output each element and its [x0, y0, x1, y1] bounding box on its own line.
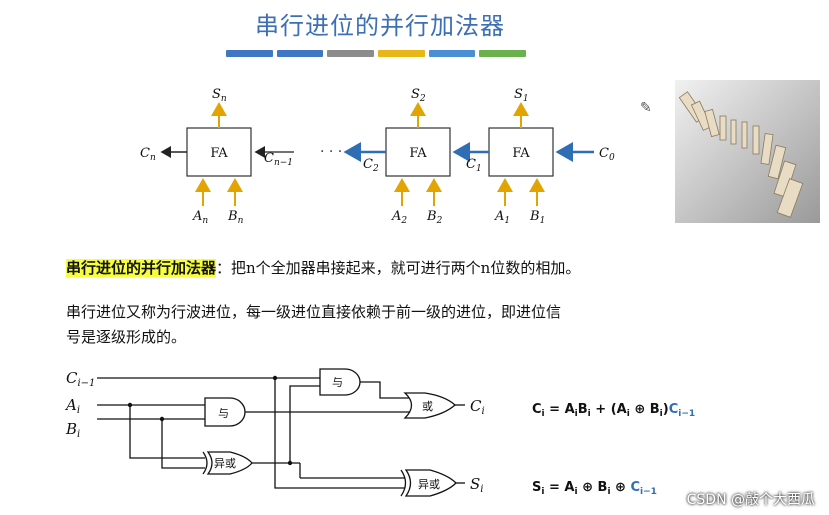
- explanation-line-1: 串行进位又称为行波进位，每一级进位直接依赖于前一级的进位，即进位信: [66, 303, 562, 321]
- fa-label: FA: [210, 146, 228, 161]
- definition-text: ：把n个全加器串接起来，就可进行两个n位数的相加。: [216, 259, 581, 277]
- label-ci-1: Ci−1: [66, 369, 95, 389]
- label-s2: S2: [411, 87, 426, 104]
- gate-label-and: 与: [218, 407, 229, 420]
- definition-paragraph: 串行进位的并行加法器：把n个全加器串接起来，就可进行两个n位数的相加。: [66, 256, 580, 281]
- formula-si: Si = Ai ⊕ Bi ⊕ Ci−1: [532, 480, 657, 497]
- definition-term: 串行进位的并行加法器: [66, 259, 217, 277]
- gate-label-xor: 异或: [214, 457, 236, 470]
- explanation-line-2: 号是逐级形成的。: [66, 328, 187, 346]
- formula-ci: Ci = AiBi + (Ai ⊕ Bi)Ci−1: [532, 402, 695, 419]
- label-bn: Bn: [227, 209, 244, 226]
- explanation-paragraph: 串行进位又称为行波进位，每一级进位直接依赖于前一级的进位，即进位信 号是逐级形成…: [66, 300, 561, 350]
- domino-photo: [675, 80, 820, 223]
- label-ai: Ai: [64, 396, 80, 416]
- label-an: An: [192, 209, 208, 226]
- gate-label-xor: 异或: [418, 478, 440, 491]
- label-b2: B2: [426, 209, 443, 226]
- fa-label: FA: [512, 146, 530, 161]
- label-c2: C2: [363, 157, 379, 174]
- gate-label-and: 与: [332, 376, 343, 389]
- label-c1: C1: [466, 157, 482, 174]
- label-s1: S1: [514, 87, 529, 104]
- title-underline-colorbar: [226, 50, 527, 57]
- label-a1: A1: [494, 209, 510, 226]
- label-a2: A2: [391, 209, 407, 226]
- label-cn-1: Cn−1: [264, 151, 293, 168]
- label-c0: C0: [599, 146, 615, 163]
- fa-box-n: [186, 127, 252, 177]
- ellipsis: · · ·: [320, 144, 342, 160]
- label-si: Si: [470, 475, 483, 495]
- label-ci: Ci: [470, 397, 485, 417]
- fa-box-1: [488, 127, 554, 177]
- pencil-icon[interactable]: ✎: [640, 100, 652, 116]
- label-b1: B1: [529, 209, 545, 226]
- gate-label-or: 或: [422, 400, 433, 413]
- label-bi: Bi: [65, 420, 80, 440]
- label-sn: Sn: [212, 87, 227, 104]
- watermark: CSDN @敲个大西瓜: [686, 492, 815, 508]
- label-cn: Cn: [140, 146, 156, 163]
- page-title: 串行进位的并行加法器: [255, 12, 505, 40]
- fa-label: FA: [409, 146, 427, 161]
